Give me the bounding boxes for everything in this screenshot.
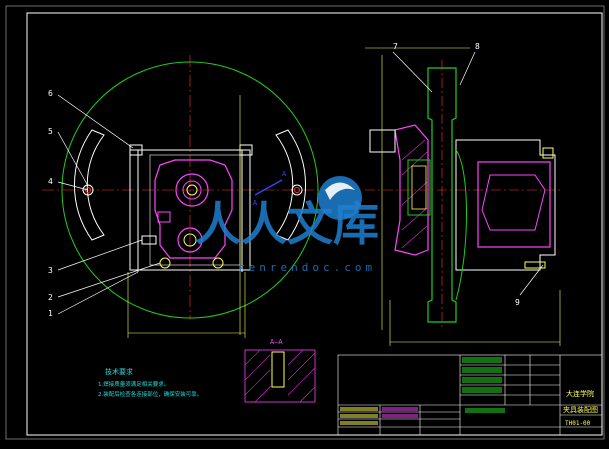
lower-bore-inner xyxy=(183,233,197,247)
watermark-url: renrendoc.com xyxy=(238,261,376,274)
callout-3: 3 xyxy=(48,266,53,275)
leader-9 xyxy=(519,264,544,296)
right-callouts xyxy=(392,51,544,296)
lower-bore xyxy=(177,227,203,253)
upper-bore-inner xyxy=(182,180,202,200)
right-arc-slot xyxy=(275,129,306,241)
top-bolt xyxy=(542,147,554,159)
leader-8 xyxy=(459,51,476,86)
left-callouts xyxy=(57,94,161,315)
outer-frame xyxy=(5,5,605,440)
leader-1 xyxy=(57,271,139,315)
leader-4 xyxy=(57,181,89,191)
drawing-number: TH01-00 xyxy=(565,420,591,427)
support-block xyxy=(369,129,396,153)
callout-2: 2 xyxy=(48,293,53,302)
leader-3 xyxy=(57,239,143,271)
workpiece-outline xyxy=(154,159,233,259)
watermark: 人人文库 renrendoc.com xyxy=(195,176,379,274)
clamp-block xyxy=(157,211,171,223)
callout-5: 5 xyxy=(48,127,53,136)
cut-mark-a-2: A xyxy=(282,170,287,178)
callout-4: 4 xyxy=(48,177,53,186)
upper-bore-core xyxy=(186,184,198,196)
section-title: A—A xyxy=(270,338,283,346)
school-name: 大连学院 xyxy=(566,389,594,398)
section-a-a: A—A xyxy=(244,338,316,403)
cylinder-body xyxy=(477,161,551,248)
title-block-fills xyxy=(340,357,505,425)
workpiece-hatch xyxy=(401,139,428,249)
left-slot-bolt xyxy=(82,184,94,196)
callout-8: 8 xyxy=(475,42,480,51)
watermark-brand: 人人文库 xyxy=(195,197,379,251)
callout-7: 7 xyxy=(393,42,398,51)
right-slot-bolt xyxy=(291,184,303,196)
upper-bore xyxy=(175,173,209,207)
notes-line-2: 2.装配后检查各连接部位，确保安装可靠。 xyxy=(98,390,202,398)
inner-frame xyxy=(26,12,603,436)
notes-line-1: 1.焊接质量须满足相关要求。 xyxy=(98,380,169,388)
leader-6 xyxy=(57,94,134,149)
title-block xyxy=(337,354,603,436)
notes-heading: 技术要求 xyxy=(105,367,133,376)
main-plate xyxy=(427,67,457,323)
cut-mark-a-1: A xyxy=(253,199,258,207)
section-pin xyxy=(271,351,285,388)
leader-5 xyxy=(57,131,89,187)
right-slot-bolt-core xyxy=(294,187,300,193)
locating-pin-right xyxy=(212,257,224,269)
section-body xyxy=(244,349,316,403)
left-slot-bolt-core xyxy=(85,187,91,193)
watermark-logo-swoosh xyxy=(325,182,355,200)
front-view: A A xyxy=(42,55,345,338)
side-view xyxy=(365,47,561,346)
top-left-block xyxy=(129,144,143,156)
workpiece-section xyxy=(394,124,429,256)
title-block-frame xyxy=(337,354,603,436)
leader-7 xyxy=(392,51,433,93)
cut-line-a xyxy=(254,179,283,196)
cylinder-housing xyxy=(455,139,556,271)
bushing-inner xyxy=(411,165,427,210)
drawing-name: 夹具装配图 xyxy=(563,405,598,414)
callout-1: 1 xyxy=(48,309,53,318)
leader-2 xyxy=(57,262,161,298)
bottom-bolt xyxy=(524,261,546,269)
callout-9: 9 xyxy=(515,298,520,307)
callout-6: 6 xyxy=(48,89,53,98)
fixture-plate xyxy=(129,149,251,271)
bushing xyxy=(407,159,431,216)
housing-curve xyxy=(455,149,467,301)
piston xyxy=(481,174,546,231)
section-hatch xyxy=(244,349,316,403)
